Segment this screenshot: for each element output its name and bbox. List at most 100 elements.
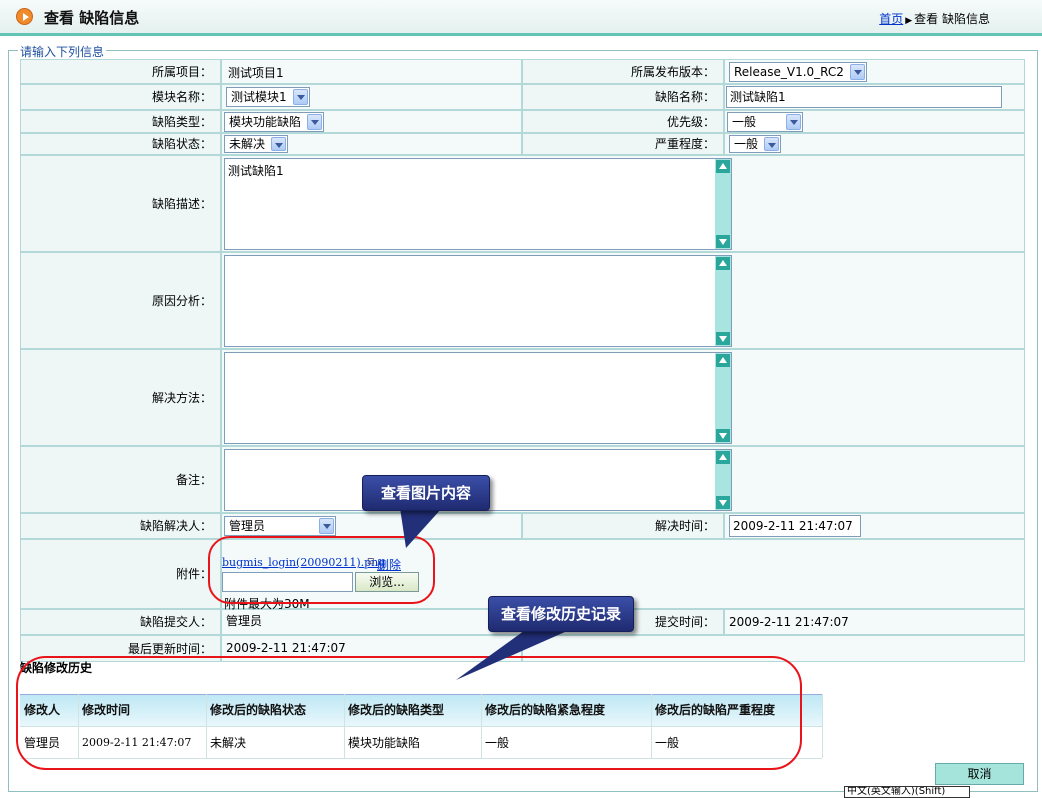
cause-value-cell	[222, 253, 1024, 348]
solution-label: 解决方法：	[151, 390, 212, 405]
attachment-limit-note: 附件最大为30M	[224, 597, 310, 611]
resolve-time-label-cell: 解决时间：	[523, 514, 723, 538]
updated-label: 最后更新时间：	[127, 641, 212, 656]
history-cell-severity: 一般	[655, 736, 680, 750]
history-cell-urgency: 一般	[485, 736, 510, 750]
solution-label-cell: 解决方法：	[21, 350, 220, 445]
form-legend: 请输入下列信息	[18, 43, 107, 60]
updated-value: 2009-2-11 21:47:07	[226, 641, 346, 655]
scroll-up-icon[interactable]	[716, 257, 730, 270]
history-highlight-ring	[16, 656, 802, 770]
remark-label: 备注：	[175, 472, 212, 487]
severity-selected-value: 一般	[734, 137, 759, 151]
defect-name-label: 缺陷名称：	[654, 90, 715, 104]
submitter-value-cell: 管理员	[222, 610, 521, 634]
scroll-up-icon[interactable]	[716, 354, 730, 367]
page-title: 查看 缺陷信息	[44, 9, 140, 27]
history-col-modifier: 修改人	[24, 703, 61, 717]
submit-time-value-cell: 2009-2-11 21:47:07	[725, 610, 1024, 634]
scroll-up-icon[interactable]	[716, 451, 730, 464]
resolver-label: 缺陷解决人：	[139, 519, 212, 533]
defect-name-value-cell: 测试缺陷1	[725, 85, 1024, 109]
attachment-label: 附件：	[175, 567, 212, 581]
status-label: 缺陷状态：	[151, 137, 212, 151]
breadcrumb-home-link[interactable]: 首页	[879, 12, 904, 26]
defect-type-selected-value: 模块功能缺陷	[229, 115, 302, 129]
submitter-label-cell: 缺陷提交人：	[21, 610, 220, 634]
chevron-down-icon	[786, 114, 801, 130]
project-label-cell: 所属项目：	[21, 60, 220, 83]
scroll-down-icon[interactable]	[716, 496, 730, 509]
severity-label: 严重程度：	[654, 137, 715, 151]
release-selected-value: Release_V1.0_RC2	[734, 65, 844, 79]
release-label: 所属发布版本：	[630, 64, 715, 79]
history-column-divider	[206, 694, 207, 758]
defect-name-input[interactable]: 测试缺陷1	[726, 86, 1002, 108]
image-callout: 查看图片内容	[362, 475, 490, 511]
scroll-up-icon[interactable]	[716, 160, 730, 173]
priority-label: 优先级：	[666, 114, 715, 129]
resolver-select[interactable]: 管理员	[224, 516, 336, 536]
history-callout: 查看修改历史记录	[488, 596, 634, 632]
scroll-down-icon[interactable]	[716, 429, 730, 442]
chevron-down-icon	[319, 518, 334, 534]
remark-value-cell	[222, 447, 1024, 512]
status-value-cell: 未解决	[222, 134, 521, 154]
priority-label-cell: 优先级：	[523, 111, 723, 132]
scroll-down-icon[interactable]	[716, 332, 730, 345]
form-fieldset	[8, 50, 1038, 792]
solution-scrollbar[interactable]	[715, 353, 731, 443]
project-label: 所属项目：	[151, 64, 212, 79]
status-label-cell: 缺陷状态：	[21, 134, 220, 154]
cancel-button[interactable]: 取消	[935, 763, 1024, 785]
resolver-selected-value: 管理员	[229, 519, 266, 533]
breadcrumb-arrow-icon: ▶	[905, 16, 913, 26]
browse-button[interactable]: 浏览...	[355, 572, 419, 592]
cause-textarea[interactable]	[224, 255, 732, 347]
attachment-delete-link[interactable]: 删除	[377, 558, 402, 572]
description-text: 测试缺陷1	[228, 164, 284, 178]
history-divider	[20, 758, 822, 759]
defect-type-value-cell: 模块功能缺陷	[222, 111, 521, 132]
history-col-type: 修改后的缺陷类型	[348, 703, 445, 717]
cause-scrollbar[interactable]	[715, 256, 731, 346]
remark-scrollbar[interactable]	[715, 450, 731, 510]
description-label: 缺陷描述：	[151, 196, 212, 211]
status-select[interactable]: 未解决	[224, 135, 288, 153]
description-scrollbar[interactable]	[715, 159, 731, 249]
project-value: 测试项目1	[228, 66, 284, 80]
chevron-down-icon	[764, 137, 779, 151]
solution-textarea[interactable]	[224, 352, 732, 444]
description-label-cell: 缺陷描述：	[21, 156, 220, 251]
defect-type-select[interactable]: 模块功能缺陷	[224, 112, 324, 132]
resolve-time-value-cell: 2009-2-11 21:47:07	[725, 514, 1024, 538]
page-header: 查看 缺陷信息 首页▶查看 缺陷信息	[0, 0, 1042, 36]
module-label: 模块名称：	[151, 90, 212, 104]
attachment-highlight-ring	[208, 536, 435, 604]
priority-select[interactable]: 一般	[727, 112, 803, 132]
module-select[interactable]: 测试模块1	[226, 87, 310, 107]
history-column-divider	[651, 694, 652, 758]
release-select[interactable]: Release_V1.0_RC2	[729, 62, 867, 82]
history-cell-time: 2009-2-11 21:47:07	[82, 736, 192, 749]
history-cell-type: 模块功能缺陷	[348, 736, 421, 750]
ime-status: 中文(英文输入)(Shift)	[844, 786, 970, 798]
submitter-value: 管理员	[226, 614, 263, 628]
history-column-divider	[78, 694, 79, 758]
resolver-value-cell: 管理员	[222, 514, 521, 538]
resolver-label-cell: 缺陷解决人：	[21, 514, 220, 538]
scroll-down-icon[interactable]	[716, 235, 730, 248]
resolve-time-input[interactable]: 2009-2-11 21:47:07	[729, 515, 861, 537]
module-value-cell: 测试模块1	[222, 85, 521, 109]
description-textarea[interactable]: 测试缺陷1	[224, 158, 732, 250]
delete-icon: ⊡	[367, 557, 375, 567]
release-label-cell: 所属发布版本：	[523, 60, 723, 83]
submitter-label: 缺陷提交人：	[139, 615, 212, 629]
history-col-urgency: 修改后的缺陷紧急程度	[485, 703, 606, 717]
release-value-cell: Release_V1.0_RC2	[725, 60, 1024, 83]
defect-type-label: 缺陷类型：	[151, 114, 212, 129]
severity-select[interactable]: 一般	[729, 135, 781, 153]
history-divider	[20, 726, 822, 727]
attachment-file-link[interactable]: bugmis_login(20090211).png	[222, 556, 386, 569]
resolve-time-label: 解决时间：	[654, 519, 715, 533]
